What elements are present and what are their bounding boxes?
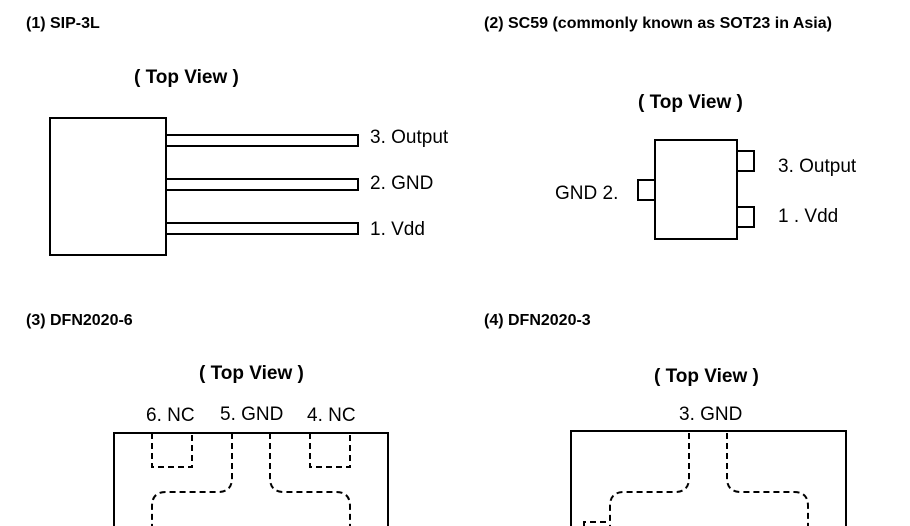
sc59-lead-1 bbox=[736, 206, 755, 228]
dfn2020-3-top-view-label: ( Top View ) bbox=[654, 366, 759, 387]
sip3l-lead-3 bbox=[165, 134, 359, 147]
sc59-heading: (2) SC59 (commonly known as SOT23 in Asi… bbox=[484, 15, 832, 32]
sip3l-pin3-label: 3. Output bbox=[370, 127, 449, 148]
sc59-lead-2 bbox=[637, 179, 656, 201]
dfn2020-6-pin4-label: 4. NC bbox=[307, 405, 356, 426]
sip3l-heading: (1) SIP-3L bbox=[26, 15, 100, 32]
dfn2020-6-pad-5-left bbox=[151, 433, 233, 526]
sip3l-top-view-label: ( Top View ) bbox=[134, 67, 239, 88]
dfn2020-3-pad-edge bbox=[583, 521, 610, 526]
dfn2020-3-pad-3-right bbox=[726, 433, 809, 526]
dfn2020-6-body bbox=[113, 432, 389, 526]
dfn2020-3-pin3-label: 3. GND bbox=[679, 404, 743, 425]
sip3l-lead-2 bbox=[165, 178, 359, 191]
sc59-body bbox=[654, 139, 738, 240]
dfn2020-6-pin5-label: 5. GND bbox=[220, 404, 284, 425]
dfn2020-6-pin6-label: 6. NC bbox=[146, 405, 195, 426]
sc59-top-view-label: ( Top View ) bbox=[638, 92, 743, 113]
dfn2020-3-pad-3-left bbox=[609, 433, 690, 526]
dfn2020-6-pad-5-right bbox=[269, 433, 351, 526]
sc59-lead-3 bbox=[736, 150, 755, 172]
dfn2020-6-pad-4 bbox=[309, 433, 351, 468]
sip3l-body bbox=[49, 117, 167, 256]
sc59-pin3-label: 3. Output bbox=[778, 156, 857, 177]
sip3l-pin1-label: 1. Vdd bbox=[370, 219, 425, 240]
dfn2020-6-top-view-label: ( Top View ) bbox=[199, 363, 304, 384]
sc59-pin2-label: GND 2. bbox=[555, 183, 619, 204]
sip3l-pin2-label: 2. GND bbox=[370, 173, 434, 194]
dfn2020-3-heading: (4) DFN2020-3 bbox=[484, 312, 591, 329]
dfn2020-6-heading: (3) DFN2020-6 bbox=[26, 312, 133, 329]
dfn2020-6-pad-6 bbox=[151, 433, 193, 468]
sc59-pin1-label: 1 . Vdd bbox=[778, 206, 839, 227]
sip3l-lead-1 bbox=[165, 222, 359, 235]
dfn2020-3-body bbox=[570, 430, 847, 526]
